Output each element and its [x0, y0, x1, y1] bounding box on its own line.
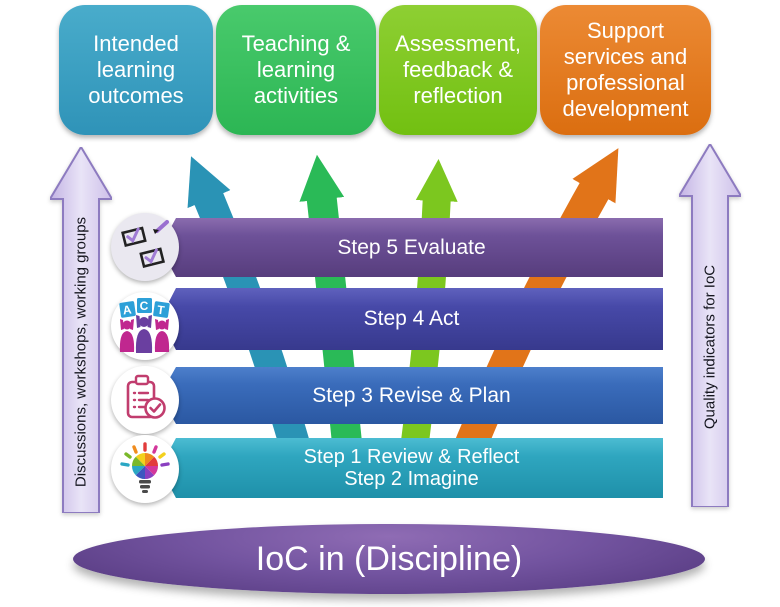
svg-text:T: T — [156, 303, 166, 318]
top-box-label: Intended learning outcomes — [88, 31, 184, 108]
top-box-teaching-learning-activities: Teaching & learning activities — [216, 5, 376, 135]
top-box-support-services: Support services and professional develo… — [540, 5, 711, 135]
right-process-arrow: Quality indicators for IoC — [679, 144, 741, 507]
up-arrow-shape — [50, 147, 112, 513]
colorful-lightbulb-glyph — [120, 442, 170, 493]
checkboxes-glyph — [121, 220, 169, 269]
top-box-label: Assessment, feedback & reflection — [395, 31, 521, 108]
step-bar-revise-plan: Step 3 Revise & Plan — [160, 367, 663, 424]
clipboard-check-glyph — [126, 374, 166, 419]
top-box-label: Teaching & learning activities — [241, 31, 351, 108]
ioc-discipline-label: IoC in (Discipline) — [255, 539, 523, 578]
step-bar-label: Step 4 Act — [363, 307, 460, 331]
step-bar-label: Step 2 Imagine — [344, 468, 479, 490]
step-bar-act: Step 4 Act — [160, 288, 663, 350]
evaluate-checkboxes-icon — [111, 213, 179, 281]
step-bar-label: Step 1 Review & Reflect — [303, 445, 520, 468]
left-process-arrow: Discussions, workshops, working groups — [50, 147, 112, 513]
up-arrow-shape — [679, 144, 741, 507]
top-box-intended-learning-outcomes: Intended learning outcomes — [59, 5, 213, 135]
step-bar-review-imagine: Step 1 Review & Reflect Step 2 Imagine — [160, 438, 663, 498]
act-people-icon: A C T — [111, 292, 179, 360]
step-bar-evaluate: Step 5 Evaluate — [160, 218, 663, 277]
svg-text:A: A — [122, 302, 133, 317]
imagine-lightbulb-icon — [111, 435, 179, 503]
step-bar-label: Step 5 Evaluate — [337, 235, 486, 259]
plan-clipboard-icon — [111, 366, 179, 434]
ioc-discipline-ellipse: IoC in (Discipline) — [73, 524, 705, 594]
svg-text:C: C — [140, 299, 149, 313]
act-people-glyph: A C T — [119, 298, 170, 353]
left-arrow-label: Discussions, workshops, working groups — [72, 216, 90, 488]
right-arrow-label: Quality indicators for IoC — [701, 265, 719, 430]
top-box-assessment-feedback-reflection: Assessment, feedback & reflection — [379, 5, 537, 135]
step-bar-label: Step 3 Revise & Plan — [312, 383, 511, 407]
top-box-label: Support services and professional develo… — [562, 18, 689, 121]
